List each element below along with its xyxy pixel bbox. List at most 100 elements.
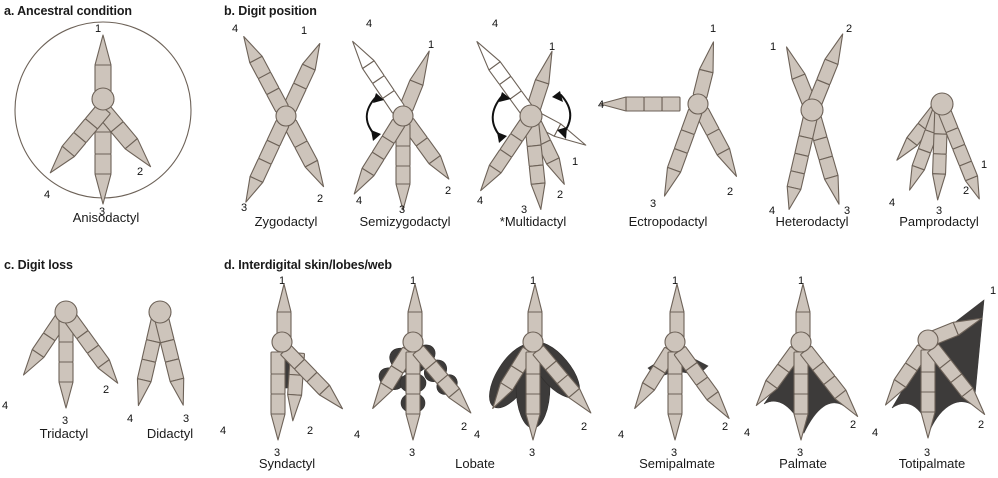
digit-label-4: 4 [872, 427, 878, 439]
tarsometatarsus-joint [800, 98, 824, 122]
digit-4-pamprodactyl [938, 108, 980, 200]
zygodactyl-drawing: 1 2 3 4 [232, 23, 325, 214]
digit-4-lobate-elongate [532, 345, 592, 414]
digit-4-zygodactyl [243, 35, 289, 113]
ectropodactyl-drawing: 1 2 3 4 [598, 23, 738, 210]
caption-heterodactyl: Heterodactyl [775, 214, 849, 229]
digit-label-4: 4 [889, 197, 895, 209]
tarsometatarsus-joint [790, 331, 812, 353]
digit-label-1: 1 [990, 285, 996, 297]
digit-label-4: 4 [474, 429, 480, 441]
digit-label-3: 3 [521, 204, 527, 216]
figure-lobate: 1 2 3 4 [350, 275, 610, 478]
digit-4-heterodactyl [786, 115, 818, 210]
tridactyl-drawing: 2 3 4 [2, 300, 119, 427]
figure-heterodactyl: 1 2 3 4 Heterodactyl [752, 18, 872, 234]
digit-3-tridactyl [58, 319, 74, 409]
digit-2-tridactyl [22, 314, 68, 376]
digit-label-2: 2 [445, 185, 451, 197]
digit-label-2: 2 [557, 189, 563, 201]
digit-label-3: 3 [924, 447, 930, 459]
digit-4-didactyl [154, 317, 185, 406]
digit-label-4: 4 [127, 413, 133, 425]
digit-label-2: 2 [850, 419, 856, 431]
digit-label-3: 3 [797, 447, 803, 459]
tarsometatarsus-joint [930, 92, 954, 116]
tarsometatarsus-joint [519, 104, 543, 128]
digit-3-didactyl [136, 317, 166, 407]
digit-label-2: 2 [963, 185, 969, 197]
digit-label-3: 3 [671, 447, 677, 459]
digit-label-3: 3 [62, 415, 68, 427]
digit-3-semizygodactyl [395, 123, 411, 211]
digit-4-multidactyl [480, 116, 534, 192]
digit-2-zygodactyl [283, 119, 325, 188]
digit-1-multidactyl [526, 50, 553, 111]
semizygodactyl-drawing: 1 2 3 4 4 [352, 18, 451, 216]
digit-3-pamprodactyl [932, 111, 949, 201]
digit-label-1: 1 [279, 275, 285, 287]
digit-label-4: 4 [354, 429, 360, 441]
tarsometatarsus-joint [687, 93, 709, 115]
caption-semipalmate: Semipalmate [639, 456, 715, 471]
tarsometatarsus-joint [402, 331, 424, 353]
digit-label-4: 4 [744, 427, 750, 439]
caption-pamprodactyl: Pamprodactyl [899, 214, 979, 229]
digit-label-1-alt: 1 [572, 156, 578, 168]
digit-label-1: 1 [710, 23, 716, 35]
caption-anisodactyl: Anisodactyl [72, 210, 140, 225]
totipalmate-drawing: 1 2 3 4 [872, 285, 996, 459]
lobate-drawing-rounded: 1 2 3 4 [354, 275, 472, 459]
digit-label-2: 2 [978, 419, 984, 431]
digit-1-lobate-elongate [527, 283, 543, 339]
syndactyl-drawing: 1 2 3 4 [220, 275, 344, 459]
caption-didactyl: Didactyl [146, 426, 194, 441]
digit-label-1: 1 [410, 275, 416, 287]
figure-anisodactyl: 1 2 3 4 Anisodactyl [6, 14, 206, 234]
caption-multidactyl: *Multidactyl [499, 214, 567, 229]
caption-zygodactyl: Zygodactyl [254, 214, 318, 229]
digit-1-zygodactyl [282, 42, 321, 112]
tarsometatarsus-joint [917, 329, 939, 351]
figure-zygodactyl: 1 2 3 4 Zygodactyl [226, 18, 346, 234]
digit-label-2: 2 [137, 166, 143, 178]
digit-label-3: 3 [409, 447, 415, 459]
digit-label-1: 1 [530, 275, 536, 287]
digit-label-3: 3 [529, 447, 535, 459]
semipalmate-drawing: 1 2 3 4 [618, 275, 730, 459]
digit-label-2: 2 [103, 384, 109, 396]
digit-label-2: 2 [317, 193, 323, 205]
digit-3-semipalmate [667, 351, 683, 441]
caption-totipalmate: Totipalmate [898, 456, 966, 471]
tarsometatarsus-joint [664, 331, 686, 353]
rotation-arrow-left-icon [491, 92, 511, 143]
figure-pamprodactyl: 1 2 3 4 Pamprodactyl [880, 18, 998, 234]
digit-4-ectropodactyl [599, 96, 681, 112]
digit-4-syndactyl [280, 344, 344, 410]
rotation-arrow-right-icon [552, 91, 572, 139]
figure-didactyl: 3 4 Didactyl [110, 286, 230, 446]
digit-4-totipalmate [927, 343, 986, 416]
tarsometatarsus-joint [522, 331, 544, 353]
caption-syndactyl: Syndactyl [258, 456, 316, 471]
pamprodactyl-drawing: 1 2 3 4 [889, 92, 987, 217]
anisodactyl-drawing: 1 2 3 4 [14, 21, 192, 218]
digit-2-heterodactyl [807, 33, 844, 108]
digit-label-4: 4 [2, 400, 8, 412]
digit-label-2: 2 [581, 421, 587, 433]
digit-label-4: 4 [477, 195, 483, 207]
digit-label-4: 4 [232, 23, 238, 35]
digit-label-3: 3 [399, 204, 405, 216]
digit-1-semizygodactyl [399, 50, 430, 112]
digit-label-3: 3 [241, 202, 247, 214]
digit-4-palmate [800, 345, 859, 418]
digit-label-1: 1 [549, 41, 555, 53]
figure-tridactyl: 2 3 4 Tridactyl [2, 286, 124, 446]
multidactyl-drawing: 1 1 2 3 4 4 [476, 18, 587, 216]
digit-label-4: 4 [356, 195, 362, 207]
digit-1-palmate [795, 283, 811, 339]
digit-label-3: 3 [844, 205, 850, 217]
figure-totipalmate: 1 2 3 4 Totipalmate [866, 278, 998, 478]
tarsometatarsus-joint [54, 300, 78, 324]
digit-3-lobate-elongate [525, 351, 541, 441]
